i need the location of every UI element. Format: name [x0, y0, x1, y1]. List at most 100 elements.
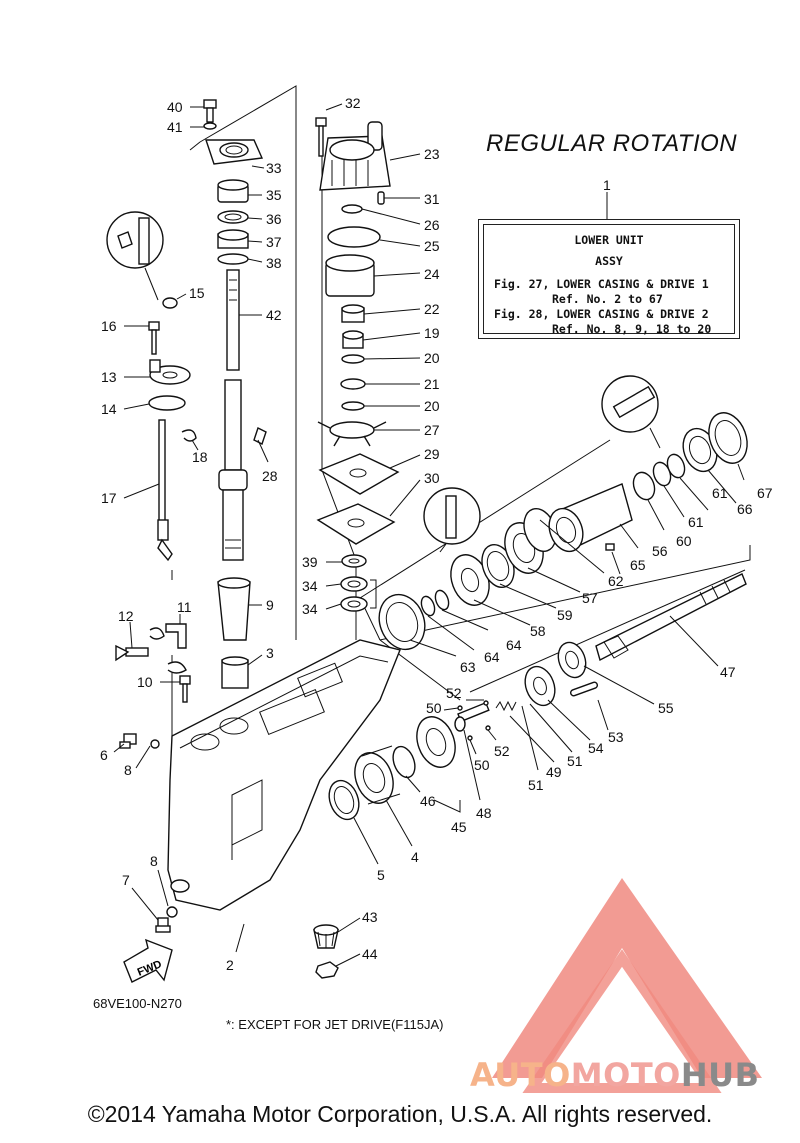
seal-37 — [217, 229, 249, 249]
callout-50b: 50 — [474, 757, 490, 773]
callout-64a: 64 — [506, 637, 522, 653]
callout-39: 39 — [302, 554, 318, 570]
shim-64a — [420, 595, 436, 617]
needle-bearing-3 — [221, 656, 249, 689]
callout-36: 36 — [266, 211, 282, 227]
callout-12: 12 — [118, 608, 134, 624]
outer-plate-29 — [318, 453, 400, 495]
spacer-21 — [340, 378, 366, 390]
diagram-code: 68VE100-N270 — [93, 996, 182, 1011]
key-65 — [605, 543, 615, 551]
seal-34a — [340, 576, 368, 592]
shim-64b — [434, 589, 450, 611]
reference-fig-28-range: Ref. No. 8, 9, 18 to 20 — [552, 322, 712, 336]
washer-41 — [203, 122, 217, 130]
callout-63: 63 — [460, 659, 476, 675]
callout-55: 55 — [658, 700, 674, 716]
plug-6 — [119, 733, 137, 749]
callout-41: 41 — [167, 119, 183, 135]
driveshaft-group-outline — [171, 85, 297, 760]
washer-20a — [341, 354, 365, 364]
bushing-19 — [342, 330, 364, 349]
o-ring-38 — [217, 253, 249, 265]
callout-59: 59 — [557, 607, 573, 623]
callout-52a: 52 — [446, 685, 462, 701]
callout-43: 43 — [362, 909, 378, 925]
callout-labels: 40 41 33 35 36 37 38 42 32 23 31 26 25 2… — [100, 95, 773, 973]
clip-18 — [181, 429, 197, 442]
watermark-text-auto: AUTO — [470, 1056, 571, 1094]
bearing-35 — [217, 179, 249, 203]
detail-inset-right — [601, 375, 661, 449]
pin-31 — [377, 191, 385, 205]
callout-65: 65 — [630, 557, 646, 573]
callout-8b: 8 — [150, 853, 158, 869]
callout-58: 58 — [530, 623, 546, 639]
bolt-16 — [148, 321, 160, 355]
bearing-housing-33 — [205, 139, 264, 165]
forward-gear-45 — [416, 716, 456, 768]
callout-52b: 52 — [494, 743, 510, 759]
footnote: *: EXCEPT FOR JET DRIVE(F115JA) — [226, 1017, 444, 1032]
bolt-40 — [203, 99, 217, 123]
callout-51a: 51 — [567, 753, 583, 769]
oil-seal-61b — [666, 453, 686, 479]
callout-2: 2 — [226, 957, 234, 973]
callout-62: 62 — [608, 573, 624, 589]
leader-lines — [113, 103, 745, 967]
reference-fig-28: Fig. 28, LOWER CASING & DRIVE 2 — [494, 307, 709, 321]
callout-46: 46 — [420, 793, 436, 809]
washer-36 — [217, 210, 249, 224]
callout-33: 33 — [266, 160, 282, 176]
shift-rod-17 — [157, 419, 173, 562]
gasket-8b — [166, 906, 178, 918]
callout-4: 4 — [411, 849, 419, 865]
callout-3: 3 — [266, 645, 274, 661]
callout-5: 5 — [377, 867, 385, 883]
callout-1: 1 — [603, 177, 611, 193]
callout-42: 42 — [266, 307, 282, 323]
callout-66: 66 — [737, 501, 753, 517]
callout-34a: 34 — [302, 578, 318, 594]
assembly-reference-box: LOWER UNIT ASSY Fig. 27, LOWER CASING & … — [478, 219, 740, 339]
callout-31: 31 — [424, 191, 440, 207]
callout-6: 6 — [100, 747, 108, 763]
watermark-text-moto: MOTO — [570, 1056, 681, 1094]
spring-49 — [495, 700, 517, 712]
callout-16: 16 — [101, 318, 117, 334]
callout-40: 40 — [167, 99, 183, 115]
o-ring-25 — [327, 226, 381, 248]
pin-53 — [569, 681, 599, 697]
bolt-32 — [315, 117, 327, 157]
ring-nut-67 — [708, 412, 748, 464]
callout-10: 10 — [137, 674, 153, 690]
callout-44: 44 — [362, 946, 378, 962]
callout-7: 7 — [122, 872, 130, 888]
callout-22: 22 — [424, 301, 440, 317]
callout-38: 38 — [266, 255, 282, 271]
callout-61b: 61 — [688, 514, 704, 530]
assembly-reference-frame: LOWER UNIT ASSY Fig. 27, LOWER CASING & … — [483, 224, 735, 336]
callout-47: 47 — [720, 664, 736, 680]
callout-29: 29 — [424, 446, 440, 462]
callout-28: 28 — [262, 468, 278, 484]
needle-bearing-46 — [392, 745, 416, 779]
callout-19: 19 — [424, 325, 440, 341]
callout-54: 54 — [588, 740, 604, 756]
callout-37: 37 — [266, 234, 282, 250]
callout-34b: 34 — [302, 601, 318, 617]
trim-tab-clips — [149, 627, 187, 674]
callout-51b: 51 — [528, 777, 544, 793]
seal-22 — [341, 304, 365, 323]
nut-15 — [162, 297, 178, 309]
detail-inset-middle — [423, 487, 481, 553]
callout-18: 18 — [192, 449, 208, 465]
callout-49: 49 — [546, 764, 562, 780]
taper-bearing-4 — [354, 745, 401, 805]
pump-housing-23 — [319, 121, 391, 191]
reverse-bearing-55 — [557, 641, 587, 679]
shift-plunger-48 — [454, 701, 490, 732]
detail-inset-left — [106, 211, 164, 301]
reference-fig-27: Fig. 27, LOWER CASING & DRIVE 1 — [494, 277, 709, 291]
copyright: ©2014 Yamaha Motor Corporation, U.S.A. A… — [87, 1101, 713, 1127]
